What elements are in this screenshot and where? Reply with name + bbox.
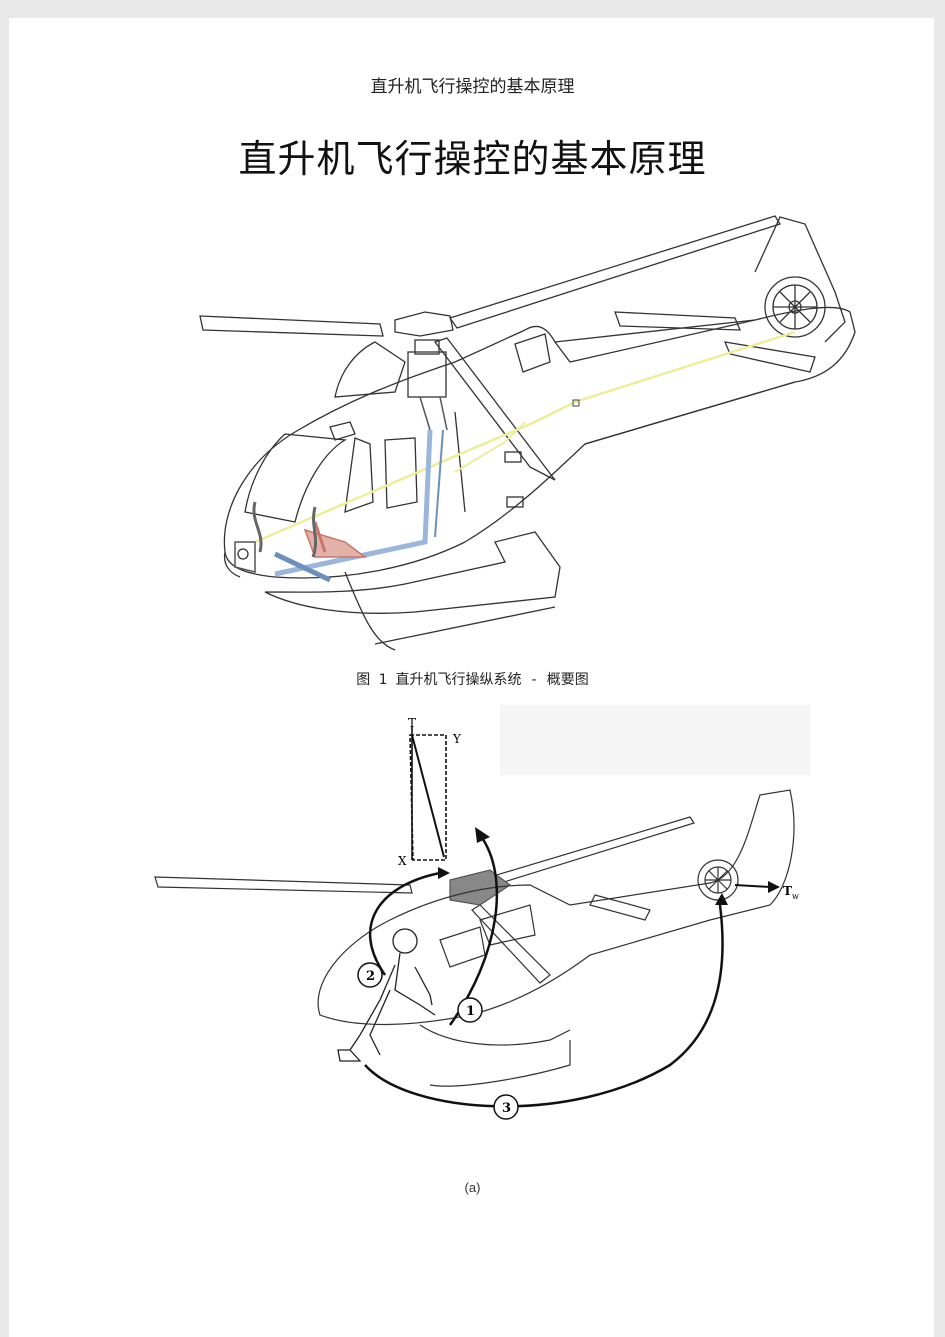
rotor-blade-left <box>199 315 384 337</box>
label-x: X <box>398 854 407 868</box>
label-2: 2 <box>366 969 375 984</box>
rotor-blade-right <box>448 215 781 329</box>
label-t: T <box>408 716 416 730</box>
label-1: 1 <box>466 1004 475 1019</box>
rotor-hub <box>394 311 454 337</box>
rotor-blade-front <box>433 337 556 481</box>
label-3: 3 <box>502 1101 511 1116</box>
figure-2-caption: (a) <box>464 1180 481 1195</box>
label-tw-sub: w <box>792 892 799 901</box>
label-y: Y <box>452 732 462 746</box>
figure-1-caption: 图 1 直升机飞行操纵系统 - 概要图 <box>356 672 589 688</box>
running-header: 直升机飞行操控的基本原理 <box>370 77 575 97</box>
label-tw: T <box>783 884 792 898</box>
document-title: 直升机飞行操控的基本原理 <box>238 137 707 181</box>
helicopter-control-system-figure <box>199 215 856 651</box>
document-page <box>9 18 934 1337</box>
pilot-controls-figure: T Y X 1 2 3 T w <box>154 705 810 1120</box>
